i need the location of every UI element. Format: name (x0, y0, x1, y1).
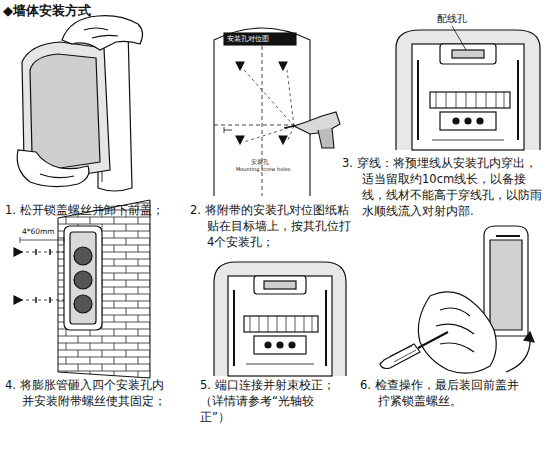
open-unit-part (436, 92, 504, 108)
open-unit-part (396, 30, 540, 150)
drill-part (318, 128, 334, 148)
open-unit-part (453, 118, 459, 124)
cover-removal-part (84, 28, 118, 38)
part-label: 配线孔 (437, 12, 467, 26)
drill-part (244, 70, 294, 142)
terminal-unit-part (244, 316, 318, 332)
open-unit-part (418, 60, 518, 140)
open-unit-part (452, 50, 484, 58)
refit-cover (418, 226, 534, 373)
template-sheet-part (224, 33, 296, 45)
step-caption: 6. 检查操作，最后装回前盖并拧紧锁盖螺丝。 (360, 377, 528, 409)
template-sheet (214, 28, 310, 196)
terminal-unit-part (254, 336, 306, 354)
template-sheet-part (214, 28, 310, 196)
refit-cover-part (490, 240, 522, 330)
dimension-label: 4*60mm (22, 227, 55, 237)
terminal-unit (214, 262, 346, 376)
step-caption: 4. 将膨胀管砸入四个安装孔内并安装附带螺丝使其固定； (5, 377, 172, 409)
wall-mounted-unit-part (74, 295, 92, 313)
wall-mounted-unit (14, 226, 102, 330)
drill-part (294, 112, 340, 134)
wall-mounted-unit-part (64, 226, 102, 330)
terminal-unit-part (234, 290, 326, 366)
step-caption: 2. 将附带的安装孔对位图纸粘贴在目标墙上，按其孔位打4个安装孔； (190, 202, 354, 250)
wall-mounted-unit-part (14, 248, 22, 304)
open-unit-part (432, 140, 504, 141)
template-sheet-part (224, 127, 232, 133)
part-label: Mounting screw holes (236, 166, 290, 173)
open-unit-part (477, 118, 483, 124)
screwdriver-part (380, 344, 420, 369)
wall-mounted-unit-part (20, 237, 64, 243)
brick-wall (58, 200, 150, 378)
terminal-unit-part (289, 342, 295, 348)
wall-mounted-unit-part (36, 249, 50, 303)
wall-mounted-unit-part (70, 232, 96, 324)
refit-cover-part (418, 292, 496, 373)
open-unit (396, 26, 540, 150)
section-title: ◆墙体安装方式 (3, 2, 91, 20)
drill (244, 70, 340, 148)
brick-wall-part (58, 200, 150, 378)
step-caption: 3. 穿线：将预埋线从安装孔内穿出，适当留取约10cm线长，以备接线，线材不能高… (342, 155, 544, 219)
refit-cover-part (506, 336, 530, 372)
refit-cover-part (496, 235, 520, 237)
screwdriver-part (418, 332, 448, 348)
terminal-unit-part (277, 342, 283, 348)
cover-removal-part (30, 54, 100, 168)
template-sheet-part (214, 46, 310, 196)
terminal-unit-part (246, 364, 314, 365)
step-caption: 1. 松开锁盖螺丝并卸下前盖； (5, 202, 164, 218)
terminal-unit-part (264, 281, 296, 289)
cover-removal-part (17, 150, 89, 187)
terminal-unit-part (265, 342, 271, 348)
wall-mounted-unit-part (74, 271, 92, 289)
terminal-unit-part (254, 276, 306, 294)
terminal-unit-part (250, 316, 312, 332)
open-unit-part (440, 44, 496, 64)
screwdriver (380, 332, 448, 369)
screwdriver-part (390, 346, 416, 362)
open-unit-part (440, 112, 496, 130)
drill-part (284, 126, 294, 128)
wall-mounted-unit-part (74, 247, 92, 265)
part-label: 安装孔 (251, 158, 269, 166)
open-unit-part (412, 44, 524, 150)
open-unit-part (452, 26, 466, 50)
terminal-unit-part (228, 276, 332, 376)
cover-removal (17, 16, 142, 191)
wall-mounted-unit-part (20, 252, 64, 300)
open-unit-part (430, 92, 510, 108)
terminal-unit-part (214, 262, 346, 376)
cover-removal-part (40, 174, 74, 178)
refit-cover-part (524, 332, 534, 342)
cover-removal-part (62, 16, 143, 50)
refit-cover-part (484, 226, 528, 336)
open-unit-part (465, 118, 471, 124)
step-caption: 5. 端口连接并射束校正；（详情请参考“光轴较正”） (200, 377, 339, 425)
sheet-heading: 安装孔对位图 (227, 34, 269, 44)
wall-mounted-unit-part (20, 240, 64, 241)
template-sheet-part (236, 62, 287, 144)
refit-cover-part (436, 308, 474, 352)
